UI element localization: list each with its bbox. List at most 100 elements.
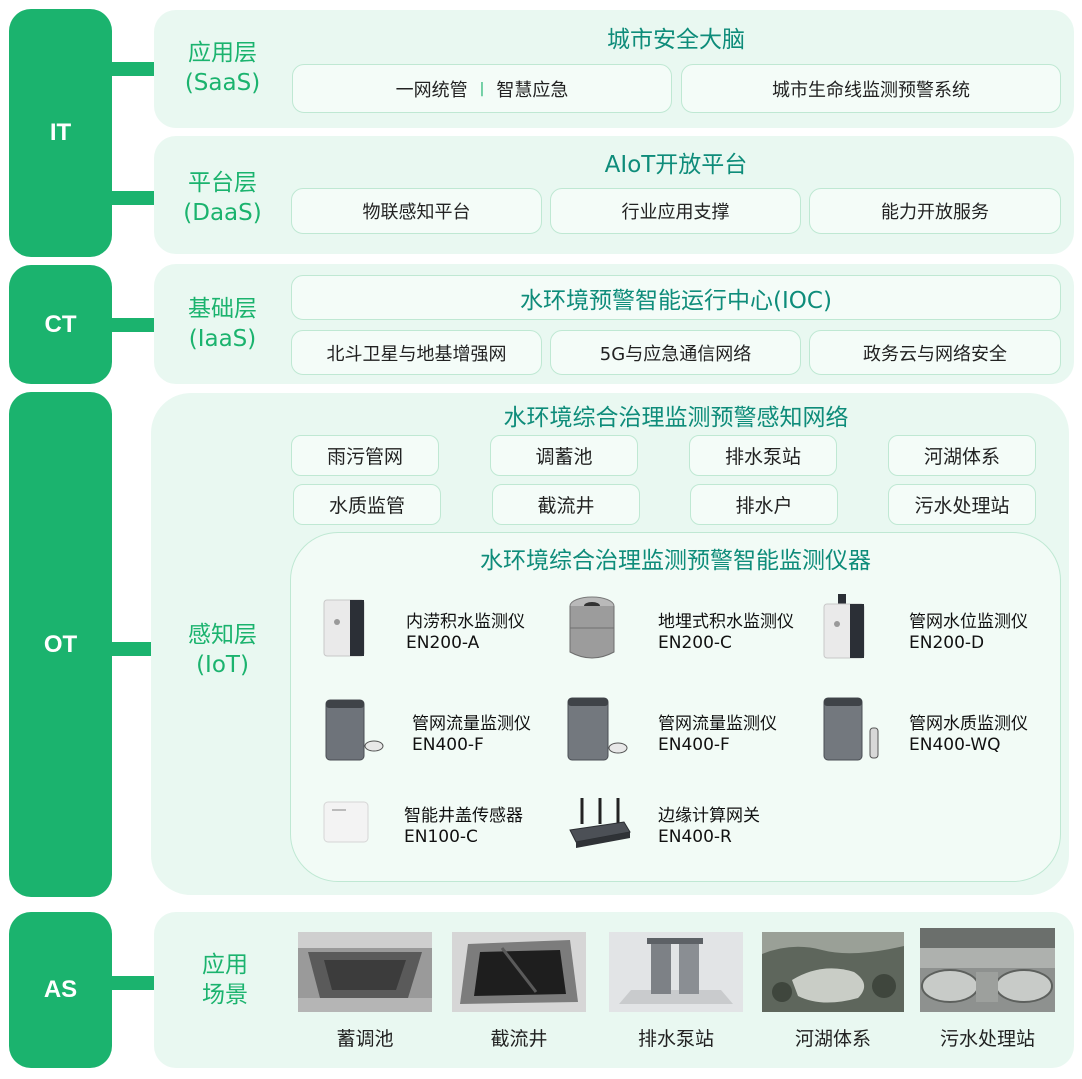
device-model: EN400-R [658,827,732,847]
edge-gateway-icon [569,798,631,848]
device-name: 内涝积水监测仪 [406,612,525,632]
saas-box-lifeline: 城市生命线监测预警系统 [681,64,1061,113]
device-name: 地埋式积水监测仪 [658,612,794,632]
daas-layer-name: 平台层 [188,170,257,196]
saas-box-unified: 一网统管 | 智慧应急 [292,64,672,113]
iaas-box-3-text: 政务云与网络安全 [863,343,1007,365]
tag-text: 雨污管网 [326,446,403,468]
device-model: EN400-F [658,735,730,755]
daas-layer-code: (DaaS) [183,200,262,226]
ct-label: CT [44,310,77,338]
connector-daas [110,191,156,205]
box-lifeline-text: 城市生命线监测预警系统 [772,79,970,101]
storage-tank-photo [298,932,432,1012]
iot-network-title: 水环境综合治理监测预警感知网络 [503,405,849,431]
tag-text: 污水处理站 [914,495,1010,517]
daas-box-1-text: 物联感知平台 [362,202,471,223]
separator-icon: | [479,80,485,97]
scenes-layer-line-2: 场景 [202,982,248,1008]
iaas-box-2: 5G与应急通信网络 [550,330,801,375]
daas-title: AIoT开放平台 [604,152,748,178]
tag-water-quality: 水质监管 [293,484,441,525]
scene-caption-5: 污水处理站 [939,1028,1035,1050]
tag-text: 排水户 [735,495,793,517]
box-emergency-text: 智慧应急 [496,79,569,101]
iot-layer-label: 感知层 (IoT) [160,620,285,680]
daas-box-3: 能力开放服务 [809,188,1061,234]
ot-label: OT [43,630,78,658]
pump-station-photo [609,932,743,1012]
devices-title: 水环境综合治理监测预警智能监测仪器 [480,548,871,574]
pipe-flow-monitor-icon [567,697,628,761]
tag-text: 截流井 [537,495,595,517]
device-model: EN400-F [412,735,484,755]
iaas-layer-code: (IaaS) [188,326,257,352]
tag-sewage-plant: 污水处理站 [888,484,1036,525]
box-unified-text: 一网统管 [395,79,468,101]
scene-caption-4: 河湖体系 [794,1028,871,1050]
devices-panel [290,532,1061,882]
buried-monitor-icon [569,596,615,659]
tag-drain-user: 排水户 [690,484,838,525]
iot-layer-code: (IoT) [196,652,249,678]
connector-iot [110,642,156,656]
tag-text: 水质监管 [328,495,405,517]
as-bar: AS [9,912,112,1068]
tag-pump-station: 排水泵站 [689,435,837,476]
iot-layer-name: 感知层 [188,622,257,648]
device-name: 边缘计算网关 [658,806,760,826]
daas-box-2: 行业应用支撑 [550,188,801,234]
iaas-box-3: 政务云与网络安全 [809,330,1061,375]
device-name: 管网水位监测仪 [909,612,1028,632]
tag-intercept-well: 截流井 [492,484,640,525]
tag-text: 排水泵站 [724,446,801,468]
tag-text: 调蓄池 [535,446,593,468]
tag-text: 河湖体系 [923,446,1000,468]
scenes-layer-label: 应用 场景 [166,950,284,1010]
device-model: EN200-C [658,633,732,653]
device-name: 管网流量监测仪 [658,714,777,734]
iaas-layer-label: 基础层 (IaaS) [160,294,285,354]
device-name: 智能井盖传感器 [404,806,523,826]
device-model: EN400-WQ [909,735,1001,755]
connector-scenes [110,976,156,990]
iaas-title: 水环境预警智能运行中心(IOC) [520,287,832,314]
saas-layer-label: 应用层 (SaaS) [160,38,285,98]
iaas-box-2-text: 5G与应急通信网络 [599,343,752,365]
daas-box-3-text: 能力开放服务 [881,202,989,223]
device-model: EN200-D [909,633,985,653]
river-lake-photo [762,932,904,1012]
as-label: AS [43,976,78,1003]
pipe-flow-monitor-icon [325,699,384,761]
iaas-box-1-text: 北斗卫星与地基增强网 [326,343,507,365]
waterlogging-monitor-icon [323,599,365,657]
scenes-layer-line-1: 应用 [202,952,248,978]
intercept-well-photo [452,932,586,1012]
tag-river-lake: 河湖体系 [888,435,1036,476]
saas-layer-code: (SaaS) [184,70,261,96]
device-model: EN200-A [406,633,480,653]
saas-title: 城市安全大脑 [607,27,745,53]
manhole-sensor-icon [323,801,369,843]
tag-storage-tank: 调蓄池 [490,435,638,476]
pipe-level-monitor-icon [823,594,865,659]
daas-layer-label: 平台层 (DaaS) [160,168,285,228]
device-name: 管网水质监测仪 [909,714,1028,734]
iaas-title-box: 水环境预警智能运行中心(IOC) [291,275,1061,320]
saas-layer-name: 应用层 [188,40,257,66]
it-label: IT [49,119,72,146]
it-bar: IT [9,9,112,257]
connector-iaas [110,318,156,332]
sewage-plant-photo [920,928,1055,1012]
scene-caption-3: 排水泵站 [637,1028,714,1050]
tag-rain-sewer: 雨污管网 [291,435,439,476]
ct-bar: CT [9,265,112,384]
scene-caption-1: 蓄调池 [336,1028,394,1050]
